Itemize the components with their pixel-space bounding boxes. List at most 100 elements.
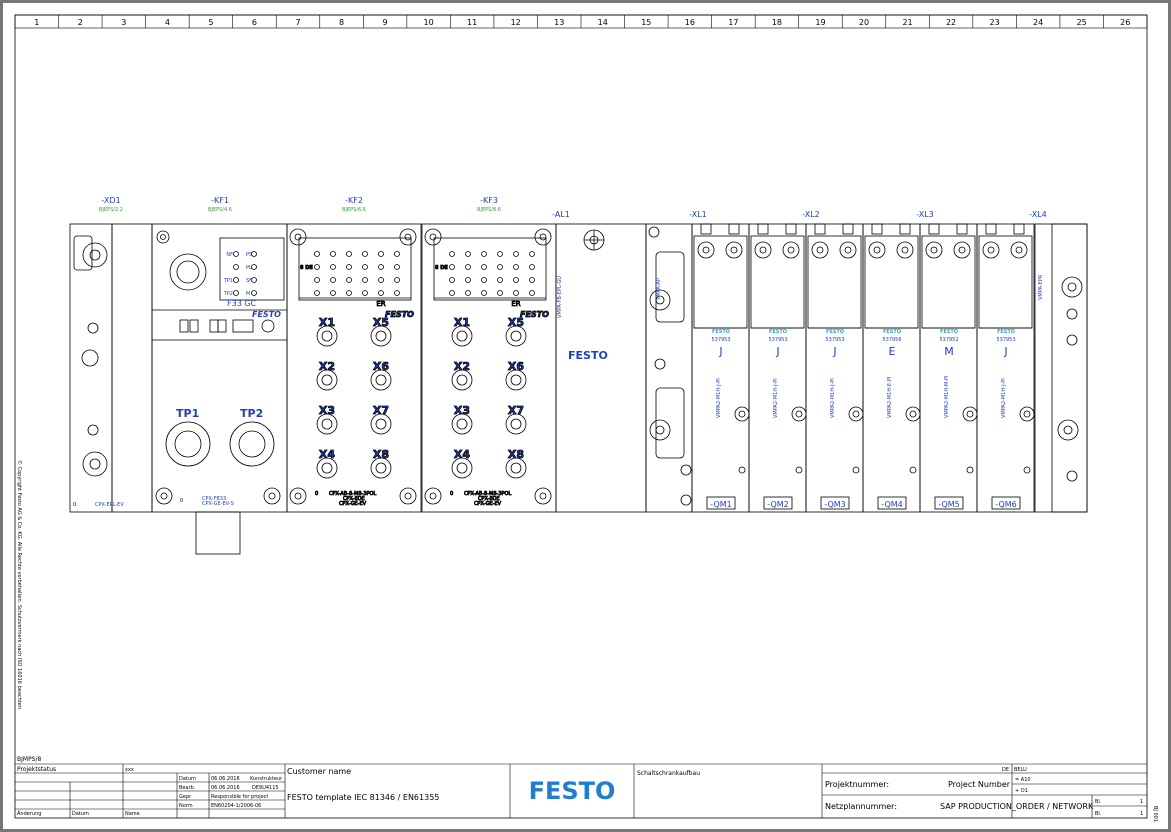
- io-zero: 0: [450, 491, 453, 497]
- m8-connector: [451, 457, 473, 479]
- kf1-module-label: F33 GC: [227, 299, 257, 308]
- projektnummer-label: Projektnummer:: [825, 780, 889, 789]
- io-type3: CPX-GE-EV: [339, 501, 367, 507]
- m8-connector-inner: [375, 418, 387, 430]
- xl1-tag: -XL1: [689, 210, 707, 219]
- column-number: 4: [165, 18, 170, 27]
- valve-body: [691, 223, 750, 513]
- kf1-led: [233, 290, 239, 296]
- kf1-led: [251, 251, 257, 257]
- valve-screw-center: [1023, 410, 1031, 418]
- io-status-panel: [298, 237, 412, 301]
- valve-number: 537952: [939, 337, 958, 343]
- kf1-zero: 0: [180, 498, 183, 504]
- gepr-label: Gepr: [179, 794, 192, 800]
- kf1-led: [251, 290, 257, 296]
- status-led: [330, 264, 336, 270]
- valve-tag: -QM1: [710, 500, 731, 509]
- assembly-labels: -XD1 BJEPS/2.2 -KF1 BJEPS/4.6 -KF2 BJEPS…: [73, 196, 1047, 508]
- schaltschrank-label: Schaltschrankaufbau: [637, 770, 700, 777]
- mounting-screw-center: [294, 233, 302, 241]
- status-led: [346, 264, 352, 270]
- column-number: 22: [946, 18, 956, 27]
- kf1-ref[interactable]: BJEPS/4.6: [208, 207, 232, 213]
- valve-body: [862, 223, 921, 513]
- bearb-label: Bearb.: [179, 785, 196, 791]
- column-number: 10: [424, 18, 434, 27]
- valve-number: 537956: [882, 337, 901, 343]
- io-port-label: X8: [373, 448, 389, 461]
- io-port-label: X7: [373, 404, 389, 417]
- valve-tag: -QM2: [767, 500, 788, 509]
- status-led: [497, 251, 503, 257]
- tp1-label: TP1: [176, 407, 199, 420]
- name-col-label: Name: [125, 811, 140, 817]
- m8-connector-inner: [321, 462, 333, 474]
- io-brand: FESTO: [520, 310, 549, 319]
- m8-connector-inner: [375, 462, 387, 474]
- status-led: [513, 264, 519, 270]
- m8-connector-inner: [456, 418, 468, 430]
- valve-tag: -QM4: [881, 500, 902, 509]
- m8-connector-inner: [375, 330, 387, 342]
- kf1-led: [233, 277, 239, 283]
- m8-connector-inner: [510, 418, 522, 430]
- xd1-ref[interactable]: BJEPS/2.2: [99, 207, 123, 213]
- valve-port: [842, 223, 854, 235]
- io-port-label: X5: [373, 316, 389, 329]
- valve-port: [700, 223, 712, 235]
- column-number: 13: [554, 18, 564, 27]
- kf1-led-label-left: NF: [226, 252, 233, 258]
- column-number: 21: [902, 18, 912, 27]
- valve-brand: FESTO: [997, 329, 1015, 335]
- valve-code: J: [775, 345, 779, 358]
- valve-code: E: [889, 345, 896, 358]
- valve-fitting: [982, 241, 1000, 259]
- status-led: [378, 251, 384, 257]
- valve-screw: [848, 406, 864, 422]
- io-side-label: 8 DE: [300, 265, 313, 271]
- status-led: [529, 277, 535, 283]
- m8-connector-inner: [510, 330, 522, 342]
- m8-connector: [451, 369, 473, 391]
- valve-screw-small: [795, 466, 803, 474]
- valve-screw-small: [1023, 466, 1031, 474]
- m8-connector-inner: [321, 330, 333, 342]
- valve-sub-base: [864, 235, 919, 329]
- kf2-ref[interactable]: BJEPS/6.6: [342, 207, 366, 213]
- status-led: [465, 264, 471, 270]
- kf2-tag: -KF2: [345, 196, 363, 205]
- vmpa-epr-label: VMPA-EPR: [1038, 274, 1044, 300]
- kf1-brand: FESTO: [252, 310, 281, 319]
- io-port-label: X1: [454, 316, 470, 329]
- valve-port: [728, 223, 740, 235]
- kf3-ref[interactable]: BJEPS/8.6: [477, 207, 501, 213]
- xl4-tag: -XL4: [1029, 210, 1047, 219]
- er-label: ER: [511, 300, 520, 308]
- io-port-label: X8: [508, 448, 524, 461]
- io-port-label: X4: [454, 448, 470, 461]
- mounting-screw: [399, 228, 417, 246]
- vmpa-ap-label: VMPA-AP: [656, 278, 662, 300]
- status-led: [394, 277, 400, 283]
- mounting-screw-center: [539, 233, 547, 241]
- valve-fitting: [868, 241, 886, 259]
- m8-connector-inner: [510, 462, 522, 474]
- valve-sub-base: [693, 235, 748, 329]
- valve-fitting-center: [987, 246, 995, 254]
- valve-tag-box: [991, 496, 1021, 510]
- valve-type: VMPA2-M1H-J-PI: [716, 378, 722, 418]
- datum-value: 06.06.2016: [211, 776, 240, 782]
- valve-tag-box: [934, 496, 964, 510]
- valve-tag: -QM5: [938, 500, 959, 509]
- mounting-screw: [424, 228, 442, 246]
- column-number: 12: [511, 18, 521, 27]
- status-led: [314, 251, 320, 257]
- valve-fitting-center: [958, 246, 966, 254]
- tp2-label: TP2: [240, 407, 263, 420]
- status-led: [314, 290, 320, 296]
- valve-endplate-left: [645, 223, 693, 513]
- mounting-screw-center: [294, 492, 302, 500]
- valve-sub-base: [978, 235, 1033, 329]
- valve-body: [805, 223, 864, 513]
